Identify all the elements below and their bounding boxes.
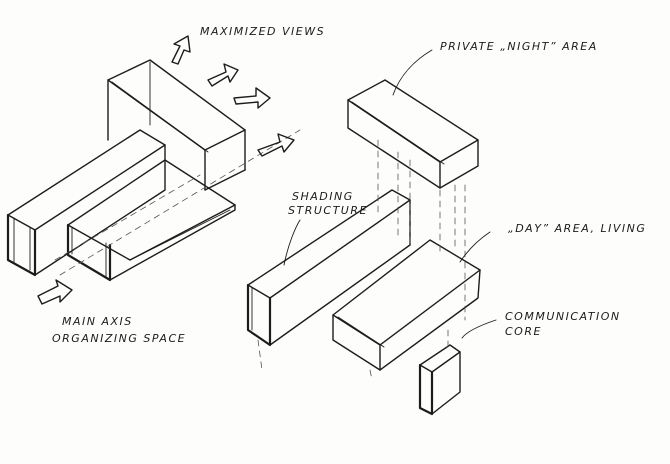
shading-structure-label-line1: SHADING — [292, 190, 354, 203]
view-arrow-2 — [207, 63, 239, 87]
upper-volume — [107, 59, 246, 191]
view-arrow-3 — [233, 87, 271, 109]
shading-structure-label-line2: STRUCTURE — [288, 204, 368, 217]
leader-lines — [283, 49, 497, 339]
day-area-block — [332, 239, 481, 371]
right-exploded-composition: PRIVATE „NIGHT” AREA SHADING STRUCTURE „… — [246, 40, 646, 416]
private-night-area-block — [347, 79, 479, 189]
main-axis-label-line2: ORGANIZING SPACE — [52, 332, 186, 345]
day-area-label: „DAY” AREA, LIVING — [508, 222, 646, 235]
view-arrow-1 — [171, 35, 191, 65]
private-night-area-label: PRIVATE „NIGHT” AREA — [440, 40, 598, 53]
main-axis-line — [59, 129, 301, 276]
main-axis-arrow — [37, 279, 73, 305]
projection-lines — [257, 139, 466, 381]
main-axis-label-line1: MAIN AXIS — [62, 315, 133, 328]
communication-core-label-line1: COMMUNICATION — [505, 310, 621, 323]
maximized-views-label: MAXIMIZED VIEWS — [200, 25, 325, 38]
right-long-bar — [66, 159, 236, 282]
communication-core-label-line2: CORE — [505, 325, 542, 338]
left-massing-composition: MAXIMIZED VIEWS MAIN AXIS ORGANIZING SPA… — [6, 25, 325, 345]
communication-core-block — [418, 344, 461, 416]
view-arrow-4 — [257, 133, 295, 157]
